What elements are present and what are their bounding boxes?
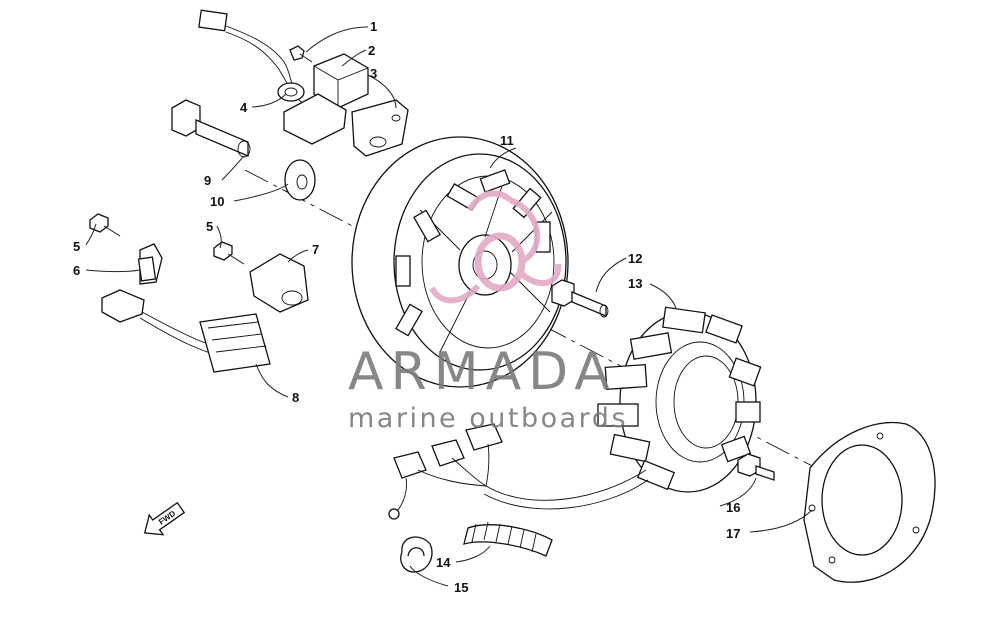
callout-16: 16 — [726, 500, 740, 515]
coil-bracket-part — [351, 99, 409, 157]
callout-2: 2 — [368, 43, 375, 58]
harness-connector — [101, 289, 145, 323]
callout-1: 1 — [370, 19, 377, 34]
callout-5a: 5 — [73, 239, 80, 254]
stator-part — [597, 306, 762, 493]
callout-7: 7 — [312, 242, 319, 257]
forward-arrow-icon: FWD — [143, 501, 186, 536]
protective-sleeve-part — [463, 521, 553, 557]
callout-8: 8 — [292, 390, 299, 405]
watermark-brand: ARMADA — [348, 342, 617, 402]
callout-4: 4 — [240, 100, 248, 115]
watermark-tagline: marine outboards — [348, 403, 628, 434]
stator-harness — [388, 423, 649, 520]
washer-part — [284, 159, 316, 201]
callout-13: 13 — [628, 276, 642, 291]
callout-3: 3 — [370, 66, 377, 81]
armada-logo — [429, 190, 562, 304]
callout-12: 12 — [628, 251, 642, 266]
callout-labels: 1 2 3 4 9 10 5 6 5 7 8 11 12 13 16 17 14… — [73, 19, 740, 595]
clip-part — [400, 536, 433, 573]
screw-part-5a — [89, 213, 109, 233]
harness-pad — [199, 313, 271, 373]
coil-connector-plug — [198, 9, 228, 32]
trigger-coil-body — [249, 253, 309, 313]
screw-part-5b — [213, 241, 233, 261]
stator-plate-part — [803, 421, 936, 583]
callout-15: 15 — [454, 580, 468, 595]
grommet-part — [277, 82, 305, 102]
leader-lines — [85, 26, 813, 587]
screw-part-16 — [737, 453, 775, 481]
callout-11: 11 — [500, 133, 514, 148]
callout-5b: 5 — [206, 219, 213, 234]
callout-17: 17 — [726, 526, 740, 541]
clamp-group — [89, 213, 163, 285]
trigger-coil-group — [101, 241, 309, 373]
pulse-coil-group — [198, 9, 409, 157]
pulse-coil-body — [313, 53, 369, 109]
callout-10: 10 — [210, 194, 224, 209]
callout-14: 14 — [436, 555, 451, 570]
callout-9: 9 — [204, 173, 211, 188]
stator-bolt-part — [551, 279, 609, 318]
screw-part-1 — [289, 45, 305, 61]
assembly-centerline — [244, 169, 821, 471]
coil-lower-body — [283, 93, 347, 145]
flywheel-bolt-part — [171, 99, 251, 158]
callout-6: 6 — [73, 263, 80, 278]
